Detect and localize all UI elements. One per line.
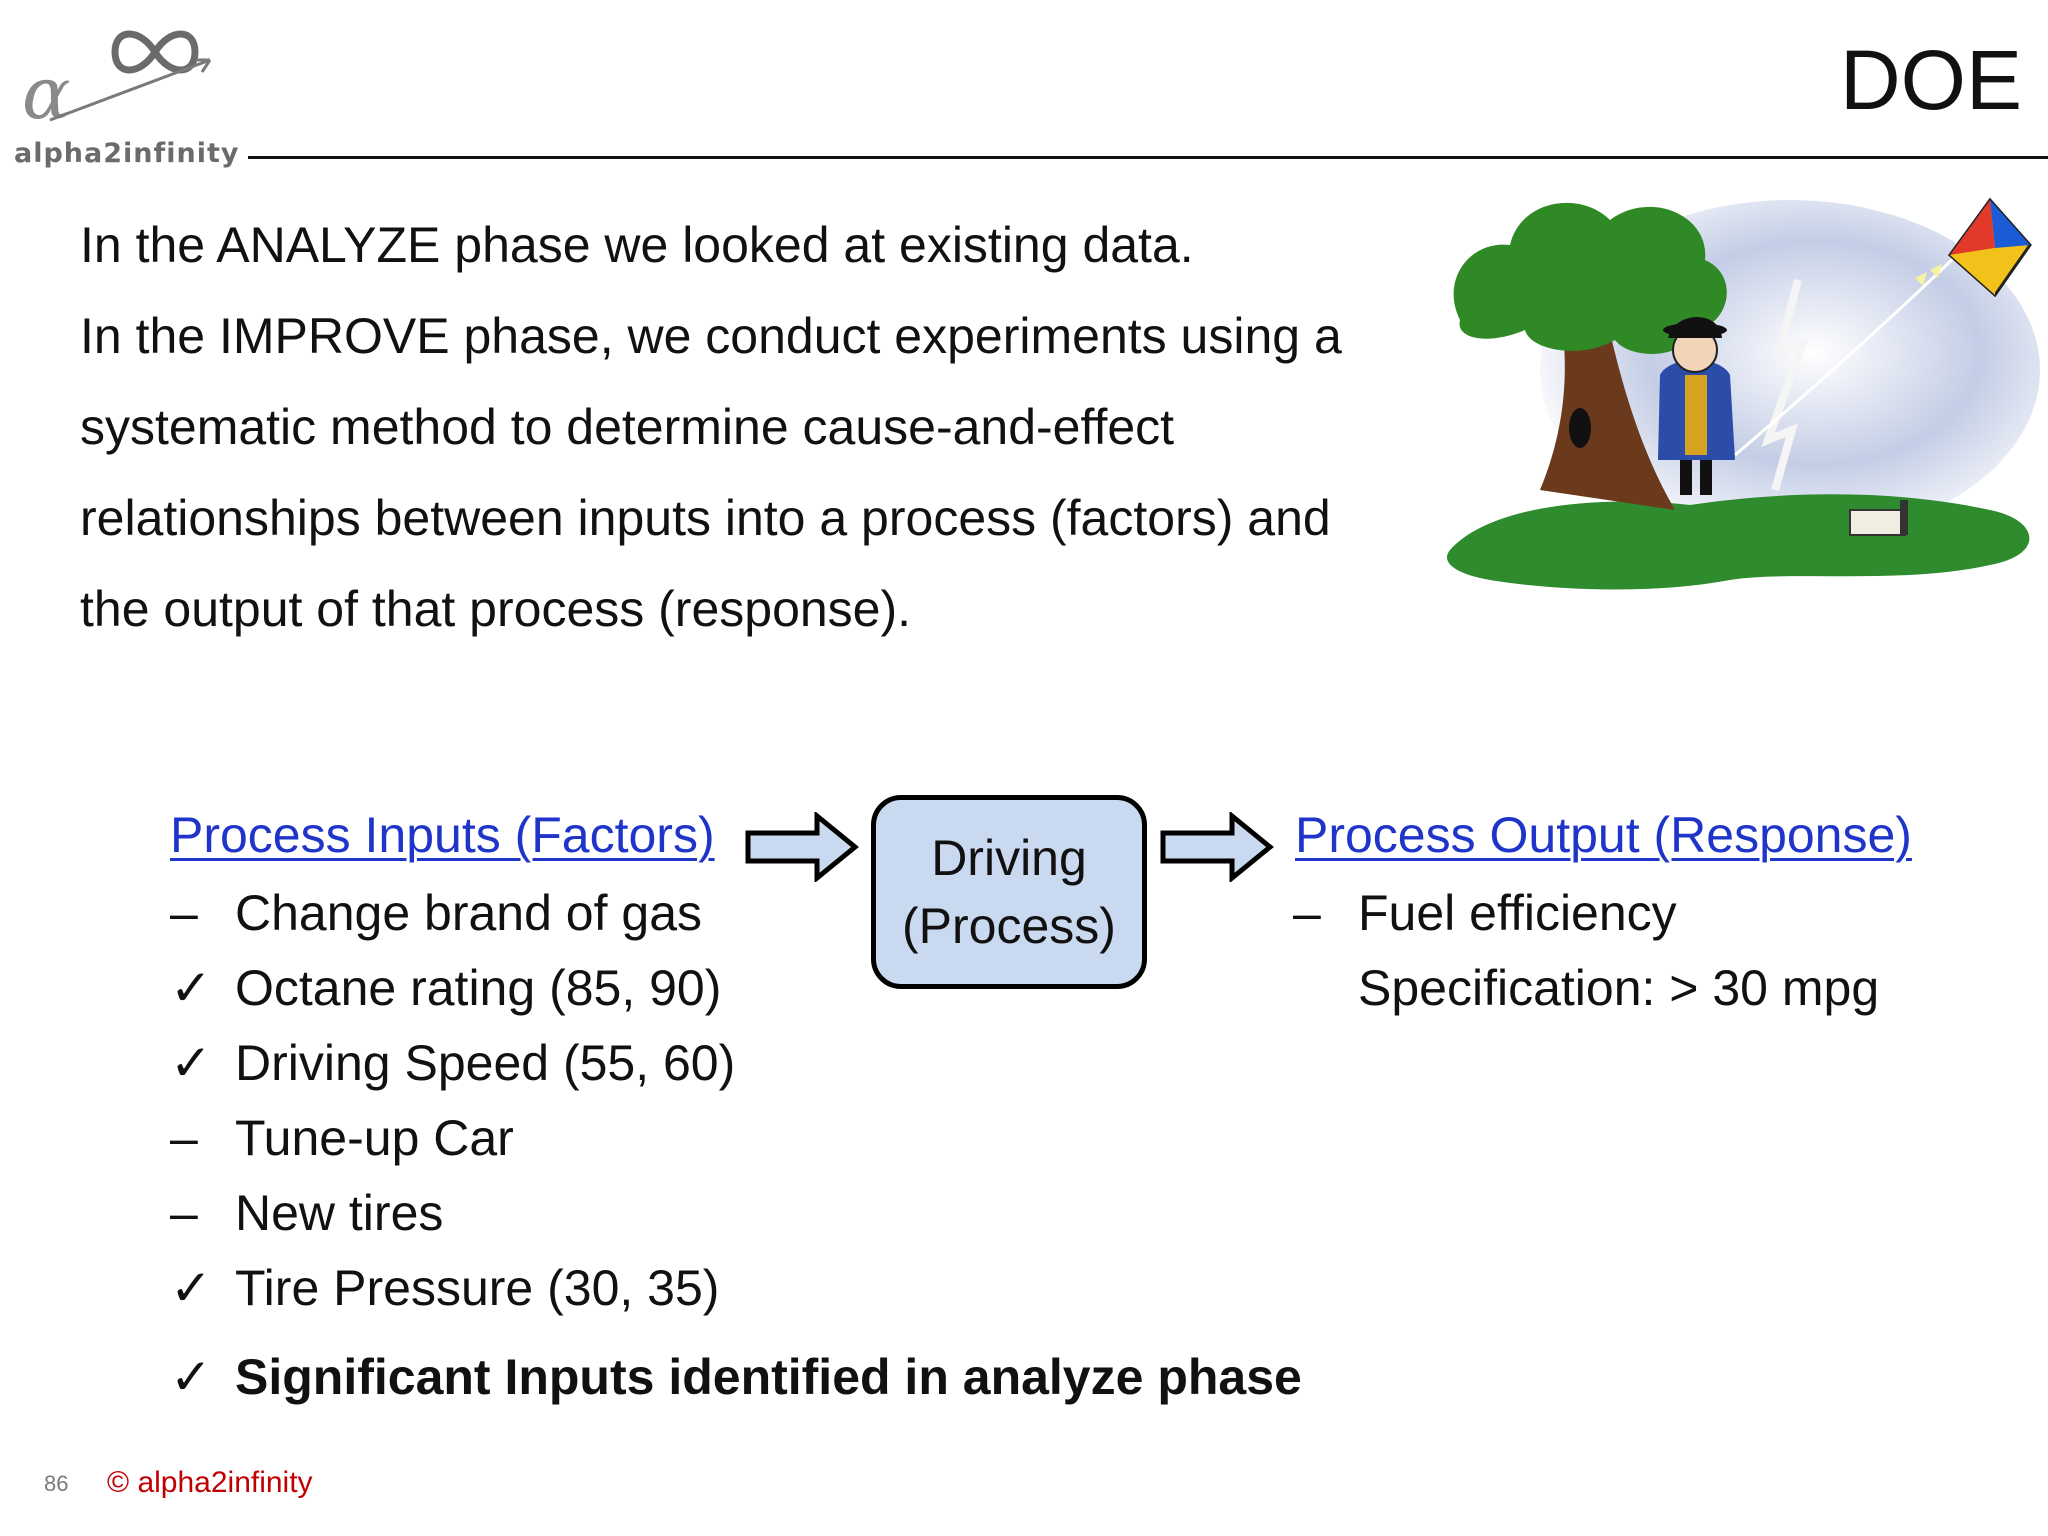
significant-inputs-text: Significant Inputs identified in analyze…: [235, 1349, 1302, 1405]
list-item-text: Driving Speed (55, 60): [235, 1035, 736, 1091]
check-icon: ✓: [170, 960, 212, 1016]
right-arrow-icon: [1160, 812, 1274, 882]
process-inputs-list: – Change brand of gas ✓ Octane rating (8…: [170, 876, 870, 1326]
list-item-text: Change brand of gas: [235, 885, 703, 941]
process-box: Driving (Process): [871, 795, 1147, 989]
alpha-logo-icon: α: [22, 51, 71, 135]
list-item-text: Tune-up Car: [235, 1110, 514, 1166]
bullet-marker: –: [170, 1185, 198, 1241]
list-item-text: Fuel efficiency: [1358, 885, 1677, 941]
list-item: ✓ Octane rating (85, 90): [170, 951, 870, 1026]
intro-line: systematic method to determine cause-and…: [80, 399, 1175, 455]
alpha2infinity-logo: α: [22, 30, 212, 135]
intro-line: In the IMPROVE phase, we conduct experim…: [80, 308, 1342, 364]
copyright-notice: © alpha2infinity: [107, 1466, 313, 1499]
infinity-logo-icon: [111, 30, 199, 74]
page-title: DOE: [1839, 33, 2022, 127]
list-item-text: Octane rating (85, 90): [235, 960, 722, 1016]
check-icon: ✓: [170, 1260, 212, 1316]
franklin-figure-icon: [1658, 317, 1735, 495]
list-item-text: Tire Pressure (30, 35): [235, 1260, 720, 1316]
list-item: Specification: > 30 mpg: [1293, 951, 1993, 1026]
bullet-marker: –: [170, 885, 198, 941]
check-icon: ✓: [170, 1349, 212, 1405]
list-item: ✓ Driving Speed (55, 60): [170, 1026, 870, 1101]
svg-text:α: α: [22, 51, 71, 135]
list-item: – Tune-up Car: [170, 1101, 870, 1176]
process-output-list: – Fuel efficiency Specification: > 30 mp…: [1293, 876, 1993, 1026]
list-item: – New tires: [170, 1176, 870, 1251]
process-output-heading-link[interactable]: Process Output (Response): [1295, 807, 1912, 863]
list-item: – Change brand of gas: [170, 876, 870, 951]
intro-line: relationships between inputs into a proc…: [80, 490, 1331, 546]
significant-inputs-note: ✓ Significant Inputs identified in analyz…: [170, 1348, 1302, 1406]
list-item: – Fuel efficiency: [1293, 876, 1993, 951]
process-sublabel: (Process): [902, 898, 1116, 954]
bullet-marker: –: [1293, 885, 1321, 941]
bullet-marker: –: [170, 1110, 198, 1166]
intro-text: In the ANALYZE phase we looked at existi…: [80, 200, 1420, 655]
list-item-text: New tires: [235, 1185, 444, 1241]
kite-experiment-illustration: [1446, 197, 2040, 590]
check-icon: ✓: [170, 1035, 212, 1091]
page-number: 86: [44, 1471, 69, 1496]
process-inputs-heading-link[interactable]: Process Inputs (Factors): [170, 807, 715, 863]
list-item: ✓ Tire Pressure (30, 35): [170, 1251, 870, 1326]
specification-text: Specification: > 30 mpg: [1358, 960, 1880, 1016]
intro-line: In the ANALYZE phase we looked at existi…: [80, 217, 1194, 273]
kite-icon: [1947, 197, 2032, 298]
process-label: Driving: [931, 830, 1087, 886]
intro-line: the output of that process (response).: [80, 581, 912, 637]
right-arrow-icon: [745, 812, 859, 882]
title-divider: [248, 156, 2048, 159]
logo-wordmark: alpha2infinity: [14, 138, 240, 169]
